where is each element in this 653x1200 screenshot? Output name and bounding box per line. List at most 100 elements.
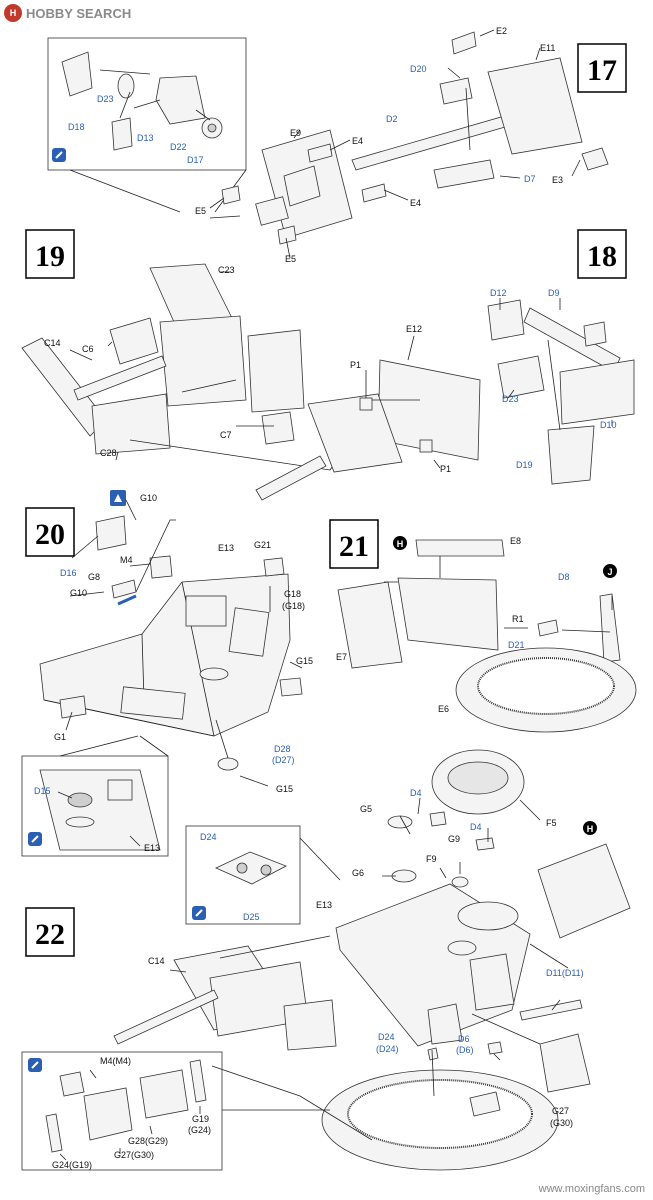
label-d18: D18 (68, 122, 85, 132)
label-c28: C28 (100, 448, 117, 458)
label-d12: D12 (490, 288, 507, 298)
label-g30: (G30) (550, 1118, 573, 1128)
label-d24-inset: D24 (200, 832, 217, 842)
label-d19: D19 (516, 460, 533, 470)
label-e12: E12 (406, 324, 422, 334)
label-g19: G19 (192, 1114, 209, 1124)
hobby-search-logo-icon: H (4, 4, 22, 22)
label-d25: D25 (243, 912, 260, 922)
step-17-number: 17 (587, 54, 617, 87)
label-g18: G18 (284, 589, 301, 599)
label-e7: E7 (336, 652, 347, 662)
step-18-number: 18 (587, 240, 617, 273)
label-c7: C7 (220, 430, 232, 440)
label-d11: D11(D11) (546, 968, 584, 978)
turret-side-e7-drawing (337, 581, 403, 669)
label-g24: (G24) (188, 1125, 211, 1135)
watermark-text: HOBBY SEARCH (26, 5, 132, 21)
label-g24g19: G24(G19) (52, 1160, 92, 1170)
svg-text:H: H (587, 824, 594, 834)
detail-inset-step22 (185, 825, 301, 925)
label-d6: D6 (458, 1034, 470, 1044)
label-g8: G8 (88, 572, 100, 582)
marker-h-s21 (393, 536, 407, 550)
step-20: 20 G10 D16 M4 G8 G10 E13 G21 G18 (G18) G… (21, 490, 313, 857)
label-e9: E9 (290, 128, 301, 138)
label-c23: C23 (218, 265, 235, 275)
label-g1: G1 (54, 732, 66, 742)
label-e13-inset: E13 (144, 843, 160, 853)
label-m4: M4 (120, 555, 133, 565)
label-d2: D2 (386, 114, 398, 124)
label-d4-mid: D4 (470, 822, 482, 832)
label-d21: D21 (508, 640, 525, 650)
label-d10: D10 (600, 420, 617, 430)
turret-rear-drawing (537, 843, 631, 939)
label-f5: F5 (546, 818, 557, 828)
label-d17: D17 (187, 155, 204, 165)
label-e8: E8 (510, 536, 521, 546)
label-d4-top: D4 (410, 788, 422, 798)
step-18: 18 D12 D9 E12 P1 P1 D23 D10 D19 (255, 229, 635, 501)
watermark-logo: H HOBBY SEARCH (4, 4, 131, 22)
label-g15-top: G15 (296, 656, 313, 666)
footer-watermark: www.moxingfans.com (538, 1183, 645, 1195)
barrel-s18-drawing (255, 455, 327, 501)
label-d9: D9 (548, 288, 560, 298)
label-p1-bottom: P1 (440, 464, 451, 474)
label-d28: D28 (274, 744, 291, 754)
label-e6: E6 (438, 704, 449, 714)
label-d16: D16 (60, 568, 77, 578)
label-e2: E2 (496, 26, 507, 36)
label-f9: F9 (426, 854, 437, 864)
label-d22: D22 (170, 142, 187, 152)
label-d23: D23 (97, 94, 114, 104)
marker-j-s21 (603, 564, 617, 578)
label-e4-bottom: E4 (410, 198, 421, 208)
label-d6-alt: (D6) (456, 1045, 474, 1055)
label-m4m4: M4(M4) (100, 1056, 131, 1066)
label-e13-s20: E13 (218, 543, 234, 553)
step-17: 17 D23 D13 D22 D17 D18 E2 E11 (47, 26, 627, 264)
label-e4-top: E4 (352, 136, 363, 146)
label-g28: G28(G29) (128, 1136, 168, 1146)
breech-e11-drawing (487, 57, 583, 155)
label-g21: G21 (254, 540, 271, 550)
step-21-number: 21 (339, 530, 369, 563)
label-g6: G6 (352, 868, 364, 878)
gun-breech-c-drawing (159, 315, 247, 407)
label-r1: R1 (512, 614, 524, 624)
label-d23-s18: D23 (502, 394, 519, 404)
label-g27: G27 (552, 1106, 569, 1116)
label-p1-top: P1 (350, 360, 361, 370)
label-g9: G9 (448, 834, 460, 844)
step-21: 21 H J E8 D8 R1 D21 E7 E6 (329, 519, 637, 733)
label-c14-s19: C14 (44, 338, 61, 348)
detail-inset-bottom (21, 1051, 223, 1171)
step-20-number: 20 (35, 518, 65, 551)
ammo-box-d19-drawing (547, 425, 595, 485)
step-22: 22 H J D24 D25 (21, 749, 631, 1171)
label-d24-main: D24 (378, 1032, 395, 1042)
svg-text:H: H (397, 539, 404, 549)
label-d27: (D27) (272, 755, 295, 765)
label-g27g30: G27(G30) (114, 1150, 154, 1160)
label-d20: D20 (410, 64, 427, 74)
label-e5-bottom: E5 (285, 254, 296, 264)
detail-inset-step20 (21, 755, 169, 857)
part-d23-drawing (61, 51, 93, 97)
label-d8: D8 (558, 572, 570, 582)
turret-r1-drawing (397, 577, 499, 651)
label-e3: E3 (552, 175, 563, 185)
label-e5-left: E5 (195, 206, 206, 216)
label-g18-alt: (G18) (282, 601, 305, 611)
label-g5: G5 (360, 804, 372, 814)
label-d15: D15 (34, 786, 51, 796)
gun-barrel-s22-drawing (113, 989, 219, 1045)
detail-inset-step17 (47, 37, 247, 171)
label-d7: D7 (524, 174, 536, 184)
label-c6: C6 (82, 344, 94, 354)
svg-text:J: J (607, 567, 612, 577)
label-g15-bottom: G15 (276, 784, 293, 794)
